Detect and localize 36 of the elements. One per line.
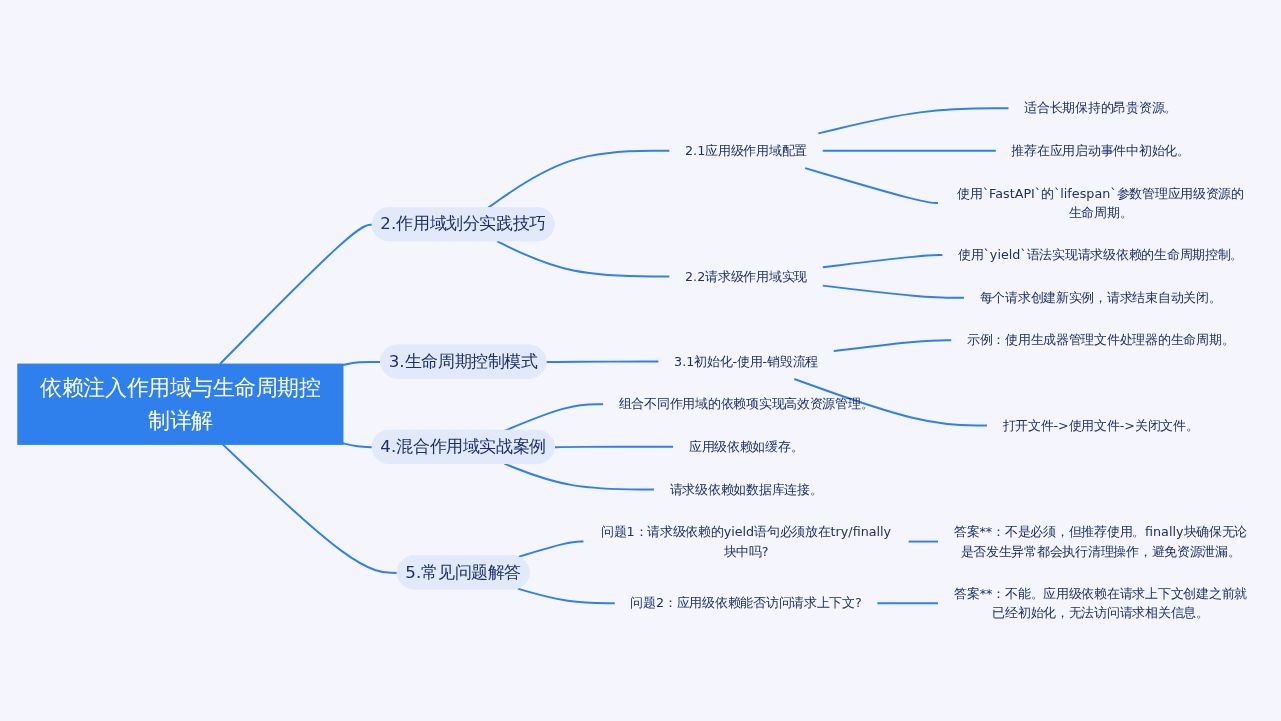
node-text: 2.2请求级作用域实现 [685, 268, 808, 284]
node-text: 组合不同作用域的依赖项实现高效资源管理。 [618, 396, 874, 412]
connector [221, 443, 399, 574]
node-box: 依赖注入作用域与生命周期控制详解 [17, 363, 344, 445]
connector [832, 339, 953, 353]
node-text: 3.1初始化-使用-销毁流程 [674, 354, 819, 369]
connector [821, 149, 997, 152]
connector [342, 442, 374, 449]
connector [907, 540, 939, 543]
connector [219, 223, 374, 366]
connector [817, 107, 1010, 135]
node-text: 适合长期保持的昂贵资源。 [1024, 100, 1177, 116]
connector [495, 240, 671, 278]
connector [553, 445, 675, 449]
connector [821, 284, 965, 299]
node-text: 每个请求创建新实例，请求结束自动关闭。 [979, 290, 1222, 305]
connector [503, 403, 605, 432]
node-text: 使用`FastAPI`的`lifespan`参数管理应用级资源的生命周期。 [957, 185, 1244, 220]
node-text: 应用级依赖如缓存。 [688, 439, 804, 454]
connector [793, 378, 988, 427]
connector [804, 167, 939, 204]
node-text: 2.1应用级作用域配置 [685, 143, 808, 158]
node-text: 答案**：不能。应用级依赖在请求上下文创建之前就已经初始化，无法访问请求相关信息。 [954, 586, 1248, 620]
connector [516, 587, 616, 605]
node-text: 示例：使用生成器管理文件处理器的生命周期。 [966, 332, 1235, 348]
node-text: 问题2：应用级依赖能否访问请求上下文? [630, 595, 862, 611]
node-text: 推荐在应用启动事件中初始化。 [1011, 143, 1190, 158]
connector [545, 360, 660, 364]
connector [821, 254, 944, 269]
node-text: 答案**：不是必须，但推荐使用。finally块确保无论是否发生异常都会执行清理操作，避免资源泄漏。 [954, 524, 1248, 559]
connector [503, 462, 655, 491]
node-text: 请求级依赖如数据库连接。 [669, 481, 823, 497]
node-text: 打开文件->使用文件->关闭文件。 [1002, 417, 1199, 433]
connector [876, 602, 939, 605]
node-text: 使用`yield`语法实现请求级依赖的生命周期控制。 [958, 247, 1244, 263]
node-text: 问题1：请求级依赖的yield语句必须放在try/finally块中吗? [600, 524, 892, 559]
